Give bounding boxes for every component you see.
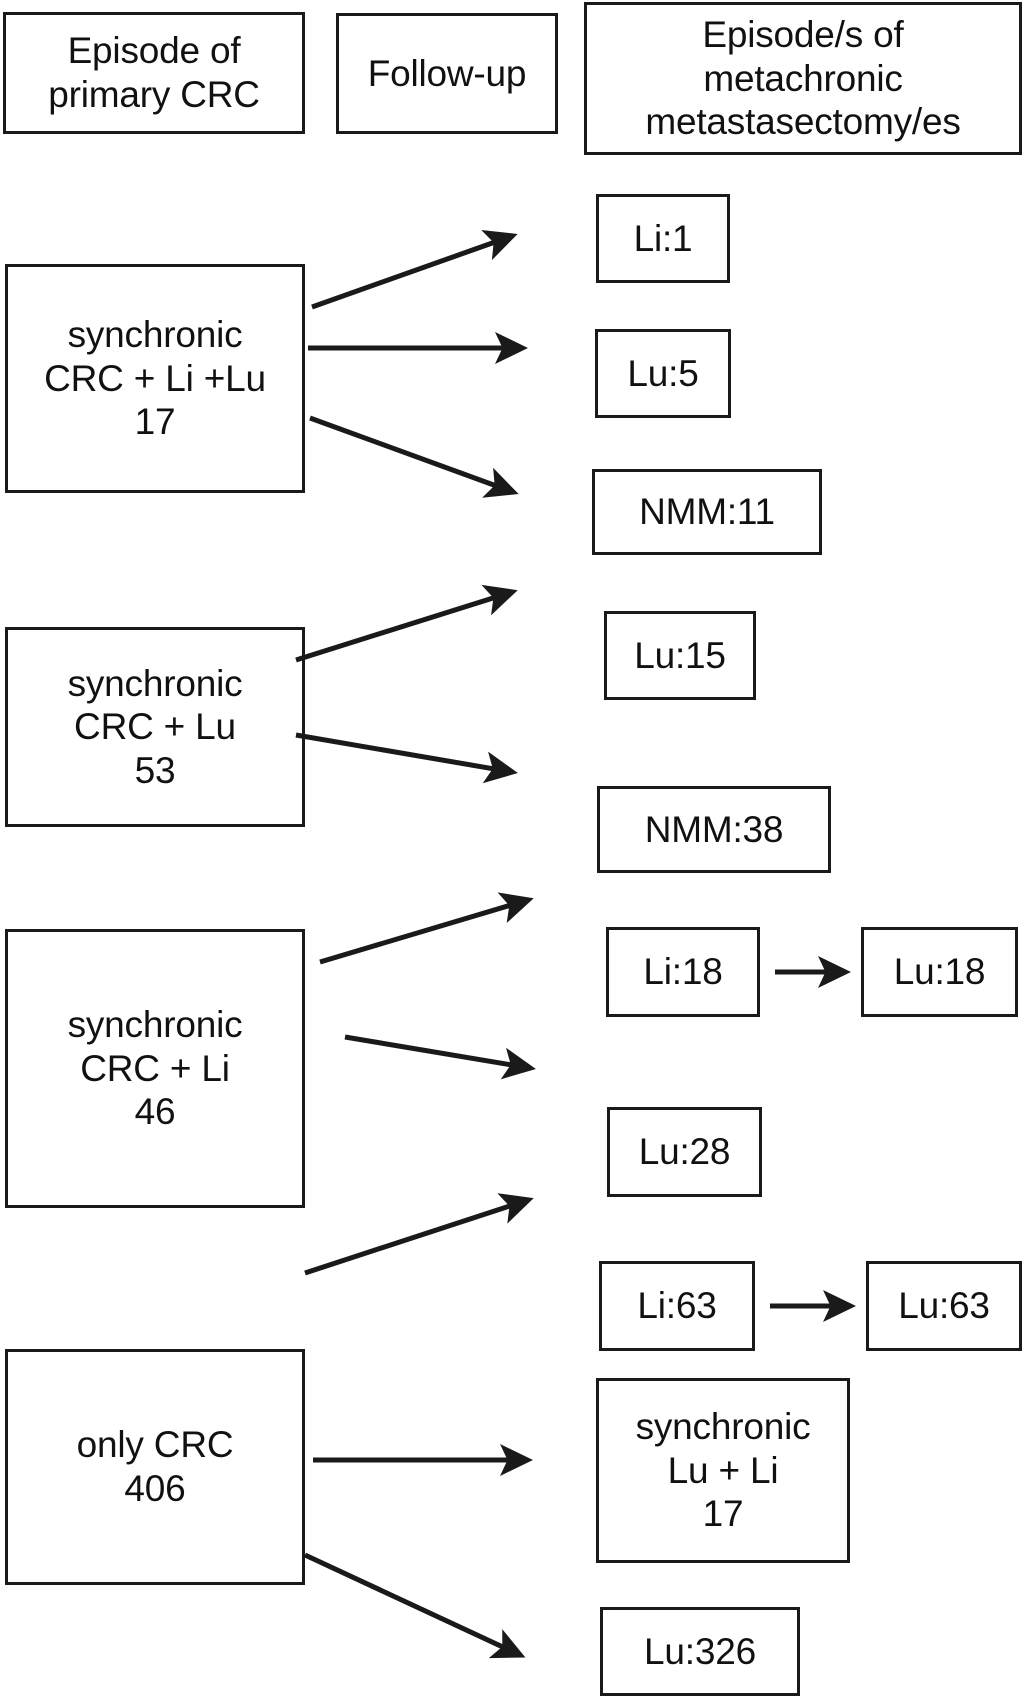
arrow-crc-li-lu-to-nmm-11: [309, 415, 519, 498]
source-line: CRC + Lu: [74, 706, 236, 748]
arrow-crc-li-to-lu-28: [344, 1034, 536, 1080]
header-box-primary-crc: Episode of primary CRC: [3, 12, 305, 134]
source-box-synchronic-crc-li-lu: synchronic CRC + Li +Lu 17: [5, 264, 305, 493]
source-line: synchronic: [67, 314, 243, 356]
header-box-follow-up: Follow-up: [336, 13, 558, 134]
source-box-only-crc: only CRC 406: [5, 1349, 305, 1585]
arrow-crc-lu-to-lu-15: [295, 584, 518, 663]
arrow-crc-li-to-li-18: [319, 892, 534, 965]
target-box-nmm-11: NMM:11: [592, 469, 822, 555]
target-box-li-18: Li:18: [606, 927, 760, 1017]
source-box-synchronic-crc-li: synchronic CRC + Li 46: [5, 929, 305, 1208]
source-line: synchronic: [67, 662, 243, 704]
target-line: 17: [702, 1493, 744, 1535]
target-box-lu-28: Lu:28: [607, 1107, 762, 1197]
target-label: NMM:11: [639, 491, 775, 533]
source-line: 46: [134, 1091, 176, 1133]
target-label: Lu:28: [638, 1131, 731, 1173]
source-line: 17: [134, 401, 176, 443]
arrow-crc-li-lu-to-li-1: [311, 229, 518, 310]
target-line: Lu + Li: [667, 1449, 779, 1491]
source-line: 406: [124, 1468, 186, 1509]
arrow-crc-lu-to-nmm-38: [295, 732, 518, 784]
target-label: Li:18: [643, 951, 723, 993]
arrow-only-crc-to-lu-326: [303, 1552, 526, 1659]
source-line: only CRC: [76, 1424, 234, 1466]
header-line: metachronic: [703, 57, 903, 99]
header-line: Episode of: [67, 30, 241, 72]
target-box-lu-5: Lu:5: [595, 329, 731, 418]
target-label: Lu:15: [634, 634, 726, 676]
target-box-lu-63: Lu:63: [866, 1261, 1022, 1351]
target-box-li-1: Li:1: [596, 194, 730, 283]
header-line: primary CRC: [48, 74, 260, 115]
target-label: Lu:63: [898, 1285, 990, 1327]
target-label: Lu:18: [893, 951, 986, 993]
header-line: metastasectomy/es: [645, 101, 961, 143]
header-line: Follow-up: [367, 52, 527, 94]
source-line: CRC + Li: [80, 1047, 230, 1089]
target-label: Lu:5: [627, 352, 699, 394]
target-box-lu-18: Lu:18: [861, 927, 1018, 1017]
arrow-only-crc-to-li-63: [304, 1193, 534, 1276]
header-box-metachronic-metastasectomy: Episode/s of metachronic metastasectomy/…: [584, 2, 1022, 155]
target-box-lu-326: Lu:326: [600, 1607, 800, 1696]
target-box-nmm-38: NMM:38: [597, 786, 831, 873]
target-box-synchronic-lu-li-17: synchronic Lu + Li 17: [596, 1378, 850, 1563]
target-label: Lu:326: [644, 1630, 756, 1672]
source-line: 53: [134, 749, 176, 791]
target-label: Li:1: [633, 217, 693, 259]
target-label: Li:63: [637, 1285, 717, 1327]
source-line: CRC + Li +Lu: [44, 357, 266, 399]
target-line: synchronic: [635, 1406, 811, 1448]
target-box-lu-15: Lu:15: [604, 611, 756, 700]
target-label: NMM:38: [644, 808, 784, 850]
source-box-synchronic-crc-lu: synchronic CRC + Lu 53: [5, 627, 305, 827]
target-box-li-63: Li:63: [599, 1261, 755, 1351]
source-line: synchronic: [67, 1004, 243, 1046]
header-line: Episode/s of: [702, 14, 904, 56]
